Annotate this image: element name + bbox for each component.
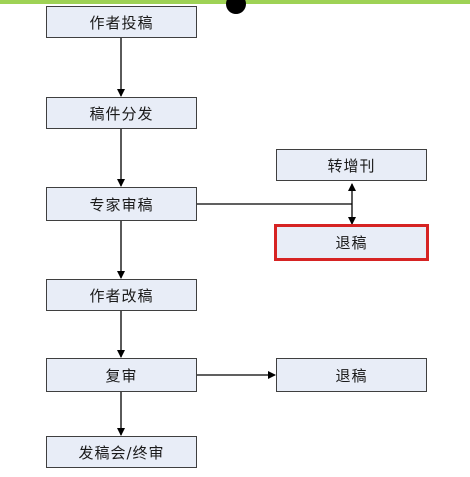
node-author-revise: 作者改稿 <box>46 279 197 311</box>
node-reject-after-rereview: 退稿 <box>276 358 427 392</box>
node-final-review: 发稿会/终审 <box>46 436 197 468</box>
node-reject-highlighted: 退稿 <box>274 224 429 261</box>
node-expert-review: 专家审稿 <box>46 187 197 221</box>
top-circle-marker <box>226 0 246 14</box>
node-distribute: 稿件分发 <box>46 97 197 129</box>
node-submit: 作者投稿 <box>46 6 197 38</box>
node-transfer-supplement: 转增刊 <box>276 149 427 181</box>
node-re-review: 复审 <box>46 358 197 392</box>
